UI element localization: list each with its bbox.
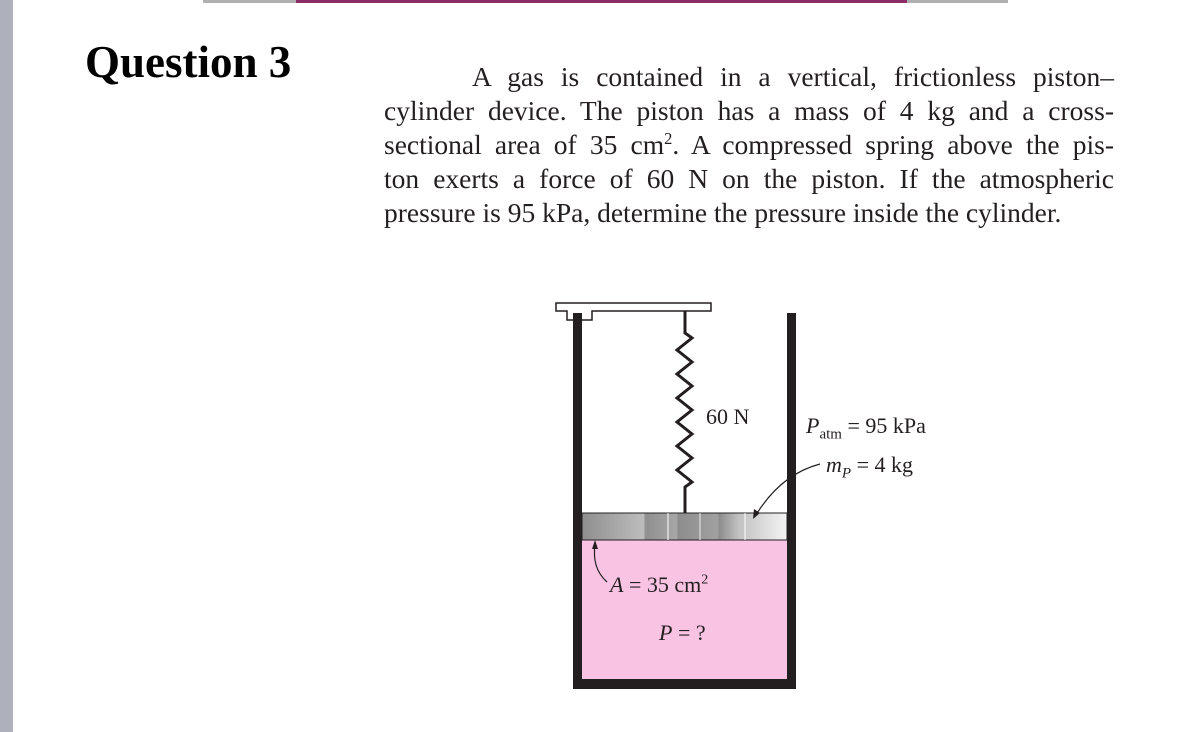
atmospheric-pressure-label: Patm = 95 kPa bbox=[806, 413, 926, 443]
problem-line-4: ton exerts a force of 60 N on the piston… bbox=[384, 163, 1114, 194]
left-scroll-edge bbox=[0, 0, 13, 732]
spring-support-bracket bbox=[555, 302, 712, 321]
cylinder-bottom bbox=[573, 679, 796, 689]
problem-line-3: sectional area of 35 cm2. A compressed s… bbox=[384, 128, 1114, 160]
problem-line-1: A gas is contained in a vertical, fricti… bbox=[472, 61, 1114, 92]
top-divider-accent bbox=[296, 0, 907, 3]
area-label: A = 35 cm2 bbox=[610, 572, 709, 597]
problem-statement: A gas is contained in a vertical, fricti… bbox=[384, 60, 1114, 230]
spring-force-label: 60 N bbox=[706, 404, 750, 429]
cylinder-right-wall bbox=[787, 313, 796, 689]
gas-region bbox=[582, 540, 787, 679]
cylinder-left-wall bbox=[573, 313, 582, 689]
mass-leader-arrow bbox=[755, 463, 821, 516]
gas-pressure-label: P = ? bbox=[659, 620, 706, 645]
problem-line-2: cylinder device. The piston has a mass o… bbox=[384, 95, 1114, 126]
problem-line-5: pressure is 95 kPa, determine the pressu… bbox=[384, 197, 1062, 228]
spring-icon bbox=[674, 311, 695, 513]
piston-mass-label: mP = 4 kg bbox=[826, 452, 913, 482]
piston bbox=[581, 512, 788, 541]
question-title: Question 3 bbox=[85, 37, 292, 87]
